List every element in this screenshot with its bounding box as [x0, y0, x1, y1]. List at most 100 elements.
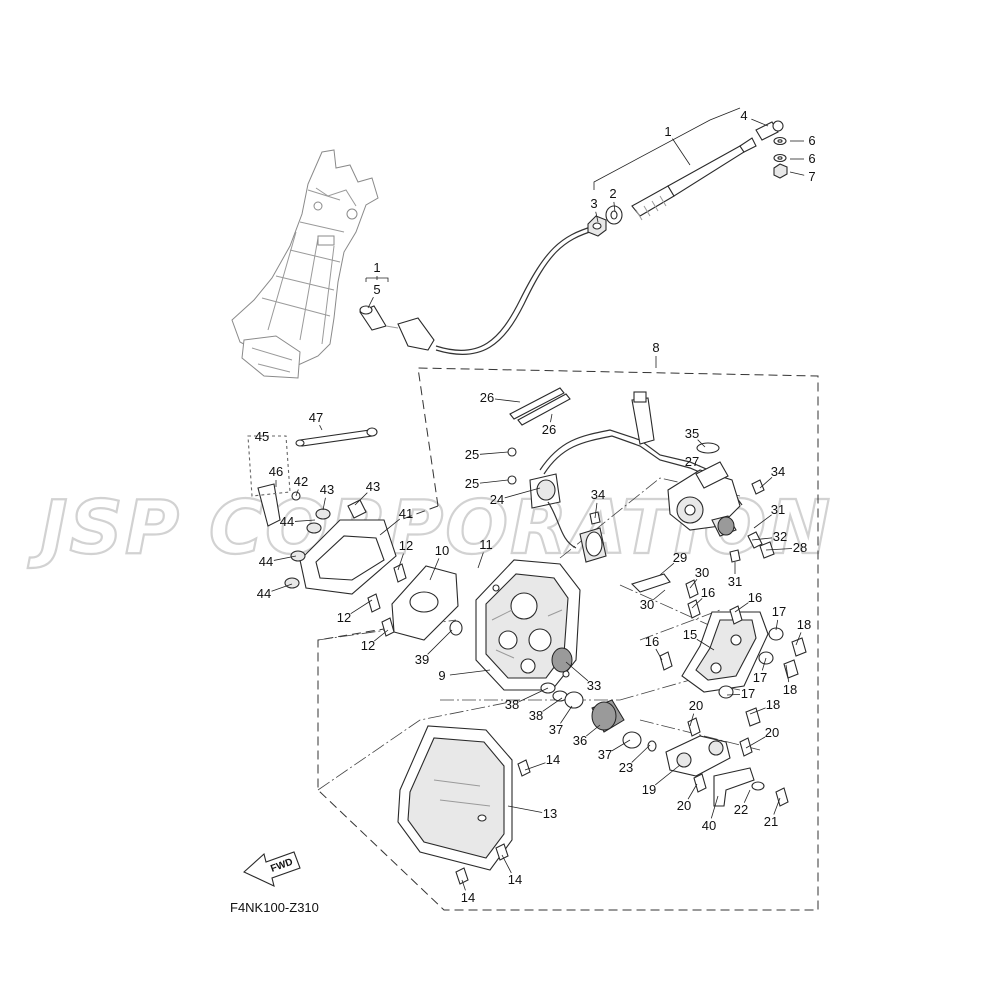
callout-label-c16a: 16 [701, 585, 715, 600]
callout-label-c18a: 18 [797, 617, 811, 632]
callout-leader-c34a [759, 477, 773, 489]
callout-label-c12b: 12 [337, 610, 351, 625]
callout-leader-c20a [689, 713, 695, 727]
callout-leader-c19 [654, 764, 681, 786]
callout-label-c18b: 18 [783, 682, 797, 697]
callout-leader-c9 [449, 669, 491, 676]
callout-leader-c12a [397, 553, 404, 571]
callout-label-c18c: 18 [766, 697, 780, 712]
callout-leader-c37b [611, 739, 631, 752]
callout-leader-c32 [751, 537, 773, 541]
callout-label-c4: 4 [740, 108, 747, 123]
callout-label-c30a: 30 [695, 565, 709, 580]
callout-label-c45: 45 [255, 429, 269, 444]
callout-leader-c31a [753, 514, 772, 529]
linkage-bracket [630, 573, 807, 727]
callout-leader-c38a [519, 687, 549, 702]
callout-leader-c33 [565, 661, 589, 682]
callout-label-c25b: 25 [465, 476, 479, 491]
callout-leader-c30b [652, 589, 666, 601]
assembly-boundary-inner [399, 505, 439, 521]
callout-leader-c12b [350, 599, 373, 615]
callout-label-c31a: 31 [771, 502, 785, 517]
callout-leader-c14a [524, 762, 546, 771]
callout-label-c35: 35 [685, 426, 699, 441]
callout-label-c1b: 1 [373, 260, 380, 275]
callout-label-c14a: 14 [546, 752, 560, 767]
callout-leader-c16a [691, 598, 703, 609]
callout-label-c34a: 34 [771, 464, 785, 479]
callout-leader-c40 [710, 795, 719, 819]
callout-leader-c14b [501, 854, 512, 874]
callout-label-c37b: 37 [598, 747, 612, 762]
callout-leader-c22 [743, 789, 751, 803]
callout-label-c24: 24 [490, 492, 504, 507]
callout-label-c37a: 37 [549, 722, 563, 737]
callout-bracket-left [365, 277, 389, 282]
callout-leader-c44b [273, 555, 297, 561]
callout-leader-c25a [479, 451, 509, 455]
callout-leader-c23 [631, 744, 651, 763]
callout-label-c44c: 44 [257, 586, 271, 601]
callout-leader-c39 [427, 629, 453, 655]
callout-label-c29: 29 [673, 550, 687, 565]
callout-label-c17a: 17 [772, 604, 786, 619]
diagram-code: F4NK100-Z310 [230, 900, 319, 915]
callout-label-c26a: 26 [480, 390, 494, 405]
callout-leader-c28 [765, 548, 793, 551]
callout-label-c5: 5 [373, 282, 380, 297]
callout-leader-c4 [751, 118, 769, 127]
callout-leader-c18c [749, 707, 766, 715]
callout-leader-c17b [761, 657, 767, 671]
callout-leader-c29 [659, 562, 675, 576]
callout-leader-c30a [689, 578, 698, 589]
callout-leader-c18a [795, 632, 802, 646]
callout-label-c20b: 20 [765, 725, 779, 740]
callout-label-c8: 8 [652, 340, 659, 355]
callout-label-c2: 2 [609, 186, 616, 201]
callout-leader-c36 [585, 724, 601, 737]
callout-leader-c47 [319, 424, 323, 431]
callout-leader-c26a [494, 398, 521, 403]
callout-label-c22: 22 [734, 802, 748, 817]
callout-leader-c38b [542, 697, 563, 712]
callout-leaders [271, 118, 805, 891]
callout-leader-c12c [373, 629, 389, 642]
callout-leader-c42 [295, 489, 299, 497]
callout-leader-c7 [789, 171, 805, 176]
callout-leader-c21 [773, 797, 781, 815]
callout-label-c16b: 16 [748, 590, 762, 605]
callout-leader-c10 [429, 558, 440, 581]
fwd-arrow: FWD [243, 851, 301, 887]
callout-leader-c44a [294, 519, 316, 522]
callout-label-c40: 40 [702, 818, 716, 833]
callout-leader-c17c [726, 693, 741, 696]
callout-leader-c16b [734, 602, 749, 613]
callout-leader-c26b [550, 413, 553, 423]
callout-leader-c25b [479, 479, 509, 484]
callout-label-c17c: 17 [741, 686, 755, 701]
callout-label-c17b: 17 [753, 670, 767, 685]
shift-motor [667, 461, 741, 537]
callout-leader-c20c [687, 783, 698, 800]
callout-leader-c44c [271, 583, 293, 592]
callout-label-c21: 21 [764, 814, 778, 829]
callout-label-c26b: 26 [542, 422, 556, 437]
callout-label-c38a: 38 [505, 697, 519, 712]
callout-label-c11: 11 [479, 537, 493, 552]
wiring-harness [507, 387, 743, 563]
callout-label-c39: 39 [415, 652, 429, 667]
callout-label-c12a: 12 [399, 538, 413, 553]
callout-label-c6b: 6 [808, 151, 815, 166]
callout-leader-c17a [775, 619, 779, 631]
callout-label-c38b: 38 [529, 708, 543, 723]
callout-label-c16c: 16 [645, 634, 659, 649]
callout-label-c14c: 14 [461, 890, 475, 905]
callout-label-c30b: 30 [640, 597, 654, 612]
callout-leader-c13 [507, 805, 543, 813]
callout-leader-c35 [697, 439, 706, 448]
callout-label-c28: 28 [793, 540, 807, 555]
callout-leader-c34b [594, 502, 598, 519]
callout-leader-c5 [367, 296, 374, 309]
callout-label-c34b: 34 [591, 487, 605, 502]
